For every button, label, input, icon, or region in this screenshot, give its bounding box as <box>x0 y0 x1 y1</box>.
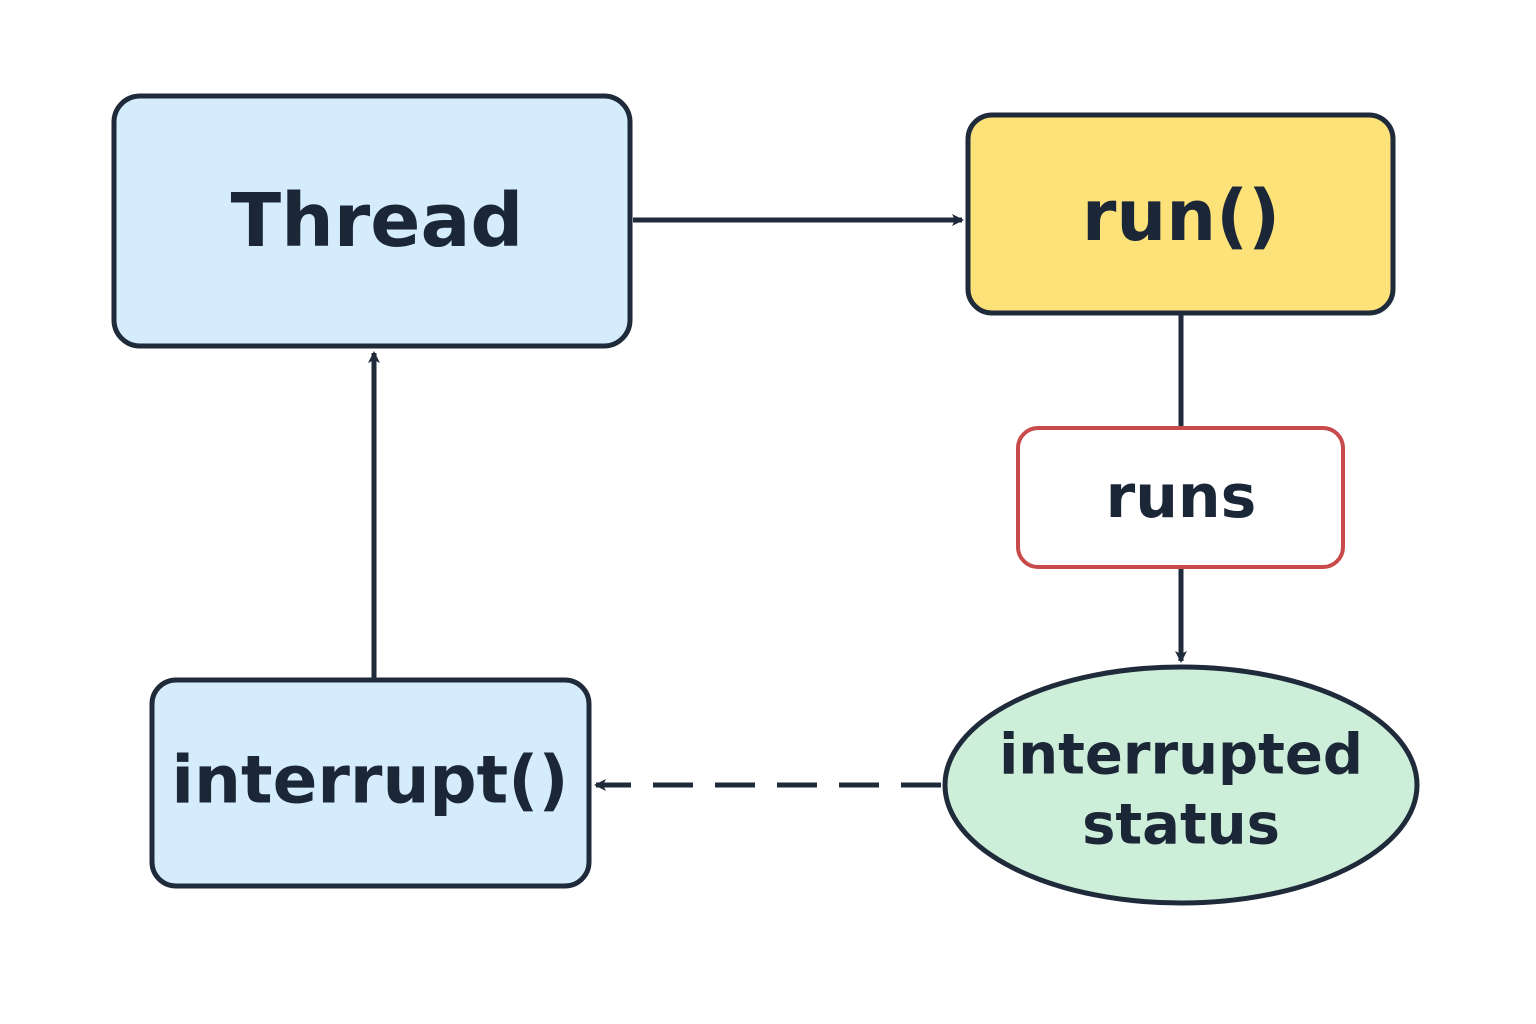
node-interrupted-status-ellipse <box>942 664 1420 906</box>
node-runs-box <box>1016 426 1345 569</box>
node-run: run() <box>965 112 1396 316</box>
node-runs-label: runs <box>1106 462 1257 532</box>
node-thread-box <box>111 93 633 349</box>
node-interrupted-status: interrupted status <box>942 664 1420 906</box>
node-interrupted-status-line1: interrupted <box>999 723 1363 788</box>
node-runs: runs <box>1016 426 1345 569</box>
node-run-label: run() <box>1082 175 1280 257</box>
node-interrupt: interrupt() <box>149 677 592 889</box>
node-interrupt-box <box>149 677 592 889</box>
node-thread: Thread <box>111 93 633 349</box>
node-interrupt-label: interrupt() <box>171 742 568 819</box>
node-interrupted-status-line2: status <box>1082 793 1280 858</box>
node-run-box <box>965 112 1396 316</box>
node-thread-label: Thread <box>231 178 524 264</box>
